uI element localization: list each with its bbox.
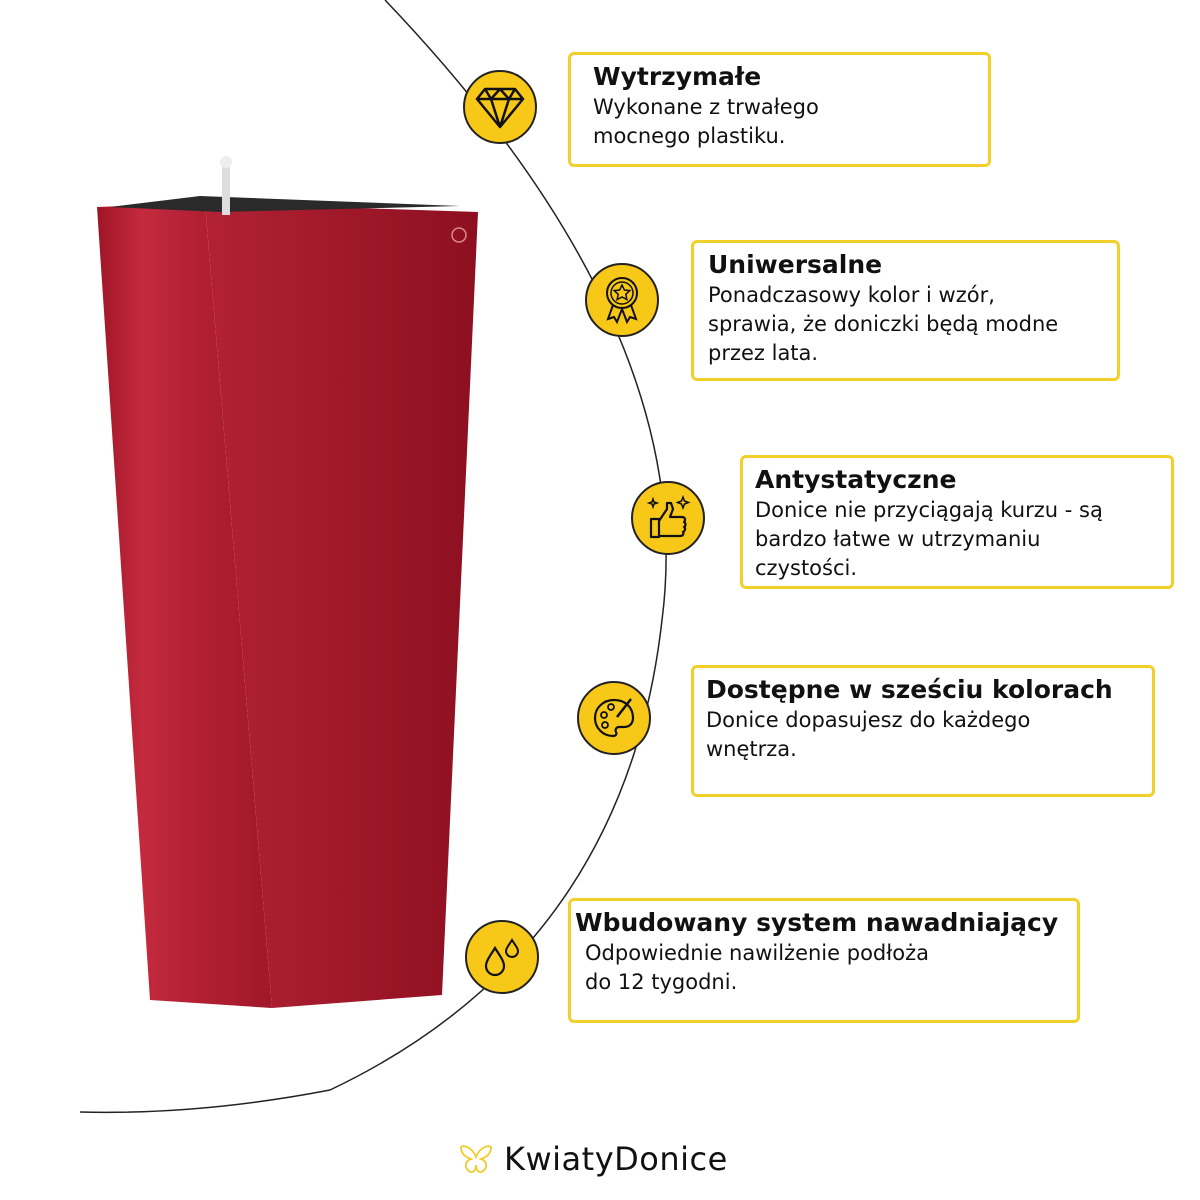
feature-desc-line: Ponadczasowy kolor i wzór, [708, 283, 995, 307]
thumbs-up-sparkle-icon [631, 481, 705, 555]
diamond-icon [463, 70, 537, 144]
feature-desc-line: czystości. [755, 556, 858, 580]
red-planter-image [97, 156, 478, 1008]
feature-title: Wbudowany system nawadniający [575, 908, 1059, 937]
feature-card-universal: Uniwersalne Ponadczasowy kolor i wzór, s… [691, 240, 1120, 381]
feature-desc-line: Donice nie przyciągają kurzu - są [755, 498, 1103, 522]
feature-desc-line: sprawia, że doniczki będą modne [708, 312, 1059, 336]
feature-title: Uniwersalne [708, 250, 883, 279]
feature-card-antistatic: Antystatyczne Donice nie przyciągają kur… [740, 455, 1174, 589]
feature-card-durable: Wytrzymałe Wykonane z trwałego mocnego p… [568, 52, 991, 167]
feature-desc-line: Wykonane z trwałego [593, 95, 819, 119]
palette-icon [577, 681, 651, 755]
water-level-indicator [222, 165, 230, 215]
brand-name: KwiatyDonice [504, 1140, 728, 1178]
connector-arc [79, 0, 667, 1114]
feature-title: Antystatyczne [755, 465, 957, 494]
feature-title: Dostępne w sześciu kolorach [706, 675, 1113, 704]
feature-desc-line: przez lata. [708, 341, 819, 365]
feature-desc-line: do 12 tygodni. [585, 970, 738, 994]
feature-card-irrigation: Wbudowany system nawadniający Odpowiedni… [568, 898, 1080, 1023]
brand-logo: KwiatyDonice [458, 1140, 728, 1178]
feature-desc-line: Odpowiednie nawilżenie podłoża [585, 941, 929, 965]
award-icon [585, 263, 659, 337]
feature-desc-line: bardzo łatwe w utrzymaniu [755, 527, 1041, 551]
feature-title: Wytrzymałe [593, 62, 762, 91]
feature-card-colors: Dostępne w sześciu kolorach Donice dopas… [691, 665, 1155, 797]
feature-desc-line: mocnego plastiku. [593, 124, 786, 148]
water-drops-icon [465, 920, 539, 994]
feature-desc-line: Donice dopasujesz do każdego [706, 708, 1031, 732]
butterfly-logo-icon [460, 1145, 492, 1173]
feature-desc-line: wnętrza. [706, 737, 797, 761]
